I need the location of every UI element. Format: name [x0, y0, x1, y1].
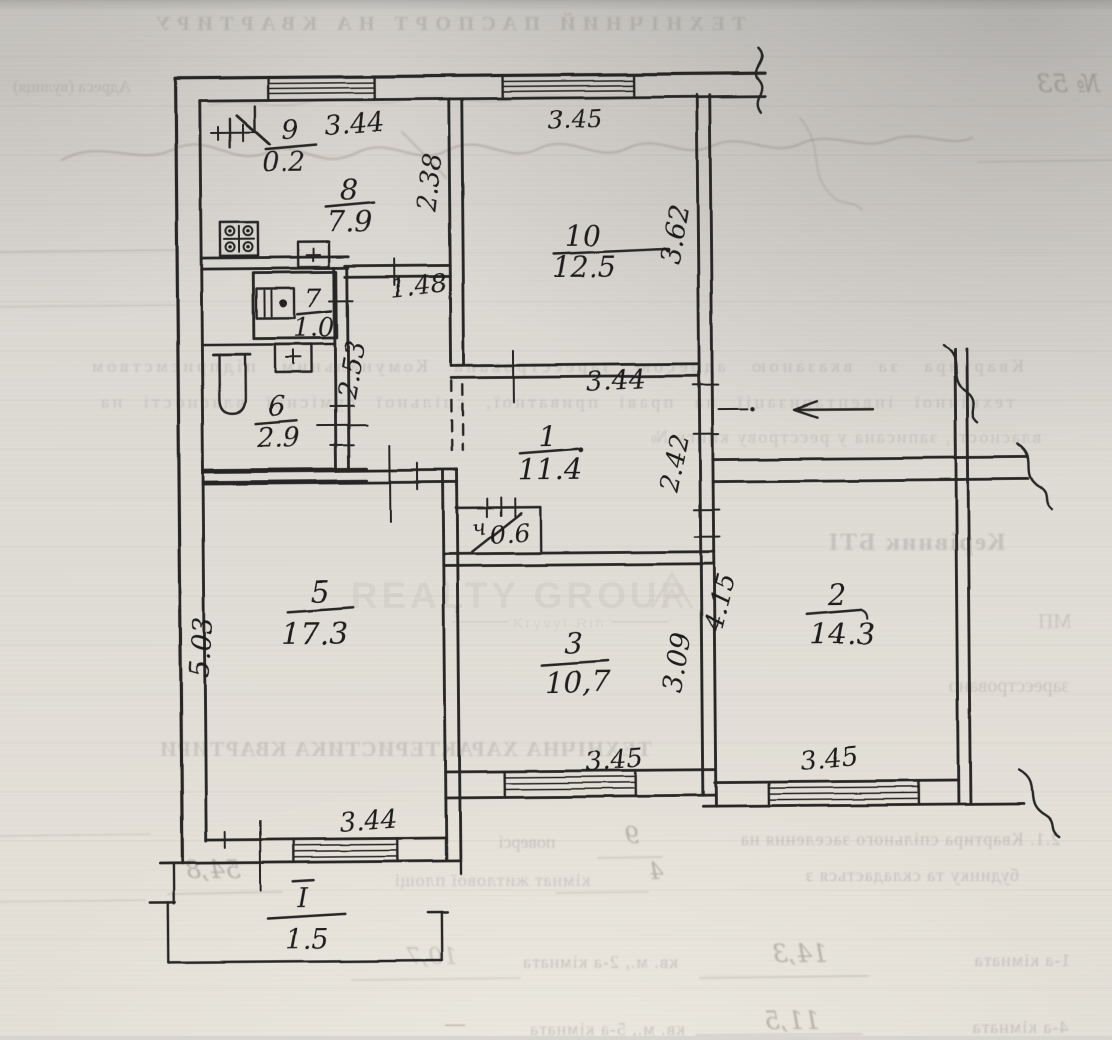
bleed-b4-print-1: 4-а кімната: [972, 1017, 1069, 1036]
dim-room10-top-label: 3.45: [546, 104, 603, 135]
bleed-b3-hand-1: 14,3: [772, 939, 828, 968]
closet-area-label: 0.6: [489, 518, 531, 550]
bleed-b2-hand-1: 4: [649, 859, 665, 885]
room-1-area: 11.4: [518, 452, 583, 487]
window-room10-icon: [503, 74, 635, 98]
bleed-mp: МП: [1038, 609, 1072, 633]
room-3-number: 3: [564, 626, 583, 660]
room-10-area: 12.5: [552, 249, 617, 284]
room-6-area: 2.9: [256, 422, 300, 453]
dim-room2-left-label: 4.15: [698, 571, 742, 636]
bleed-section-header: ТЕХНІЧНА ХАРАКТЕРИСТИКА КВАРТИРИ: [159, 737, 652, 761]
bleed-b2-print-2: кімнат житлової площі: [394, 870, 590, 890]
dim-room3-right-label: 3.09: [657, 630, 697, 694]
balcony-area: 1.5: [285, 924, 328, 955]
room-1-number: 1: [538, 419, 557, 453]
bleed-b3-hand-2: 10,7: [406, 944, 458, 970]
bleed-b4-print-2: кв. м., 5-а кімната: [529, 1019, 685, 1036]
dim-room3-bottom-label: 3.45: [584, 743, 644, 777]
bleed-b3-print-2: кв. м., 2-а кімната: [522, 952, 678, 972]
room-2-label: 214.3: [807, 577, 875, 651]
bleed-b2-print-1: будинку та складається з: [805, 865, 1019, 885]
bleedthrough-layer: ТЕХНІЧНИЙ ПАСПОРТ НА КВАРТИРУ Адреса (вул…: [0, 12, 1112, 1036]
room-9-area: 0.2: [262, 147, 305, 178]
room-5-area: 17.3: [281, 617, 348, 653]
balcony-number: I: [296, 883, 309, 914]
watermark-line1: REALTY GROUP: [351, 575, 690, 616]
dim-corridor-label: 3.44: [585, 364, 647, 399]
bleed-address-label: Адреса (вулиця): [13, 77, 131, 96]
stove-icon: [220, 222, 258, 256]
room-5-number: 5: [310, 575, 329, 610]
room-7-label: 71.0: [293, 284, 335, 343]
dim-kitchen-top-label: 3.44: [323, 106, 385, 142]
closet-mark-label: ч: [471, 515, 488, 542]
bleed-b4-hand-2: —: [444, 1012, 466, 1036]
break-landing-wall: [1018, 444, 1053, 510]
room-1-label: 111.4: [517, 419, 583, 487]
bleed-b3-print-1: 1-а кімната: [974, 950, 1071, 970]
dim-room5-bottom-label: 3.44: [338, 804, 398, 838]
dim-room10-right-label: 3.62: [655, 202, 695, 266]
bleed-b4-hand-1: 11,5: [764, 1006, 820, 1035]
bleed-b1-print-2: поверсі: [498, 832, 555, 852]
room-3-area: 10,7: [545, 665, 610, 700]
balcony-label: I 1.5: [268, 880, 346, 956]
window-room5-icon: [293, 838, 397, 862]
room-6-number: 6: [268, 391, 285, 422]
room-7-number: 7: [305, 284, 322, 314]
room-8-area: 7.9: [327, 205, 373, 239]
break-top-wall: [756, 48, 763, 112]
bleed-reg-line-3: власності, записана у реєстрову книгу №: [649, 427, 1041, 447]
bleed-zareestr: зареєстровано: [949, 675, 1070, 697]
kitchen-sink-icon: [298, 242, 329, 267]
bleed-b1-print-1: 2.1. Квартира спільного заселення на: [740, 829, 1060, 849]
room-2-number: 2: [827, 577, 847, 611]
room-8-number: 8: [340, 173, 359, 207]
break-bottom-wall: [1019, 770, 1060, 838]
bleed-b1-hand: 9: [625, 823, 640, 849]
floor-plan: 90.287.971.062.91012.5111.4517.3310,7214…: [142, 46, 1060, 963]
bleed-reg-line-2: технічної інвентаризації на праві приват…: [97, 392, 1014, 412]
room-10-number: 10: [564, 219, 601, 253]
dim-room2-bottom-label: 3.45: [799, 742, 859, 777]
bleed-b2-hand-2: 54,8: [185, 855, 241, 884]
room-2-area: 14.3: [810, 616, 875, 651]
room-3-label: 310,7: [541, 626, 610, 700]
bleed-kerivnyk: Керівник БТІ: [827, 529, 1006, 556]
dim-kitchen-right-label: 2.38: [412, 152, 448, 214]
window-kitchen-icon: [269, 77, 375, 101]
window-room2-icon: [769, 781, 919, 806]
washing-machine-icon: [256, 288, 294, 318]
room-7-area: 1.0: [293, 313, 335, 343]
room-9-number: 9: [281, 115, 298, 146]
room-5-label: 517.3: [281, 575, 354, 653]
dim-hall-width-label: 1.48: [388, 268, 449, 304]
dim-room5-left-label: 5.03: [184, 616, 220, 678]
bleed-house-no: № 53: [1036, 69, 1100, 98]
room-9-label: 90.2: [261, 115, 316, 178]
vent-icon: [211, 106, 269, 148]
bleed-title: ТЕХНІЧНИЙ ПАСПОРТ НА КВАРТИРУ: [148, 12, 745, 35]
watermark-line2: Kryvyi Rih: [513, 615, 606, 631]
room-8-label: 87.9: [325, 173, 375, 239]
